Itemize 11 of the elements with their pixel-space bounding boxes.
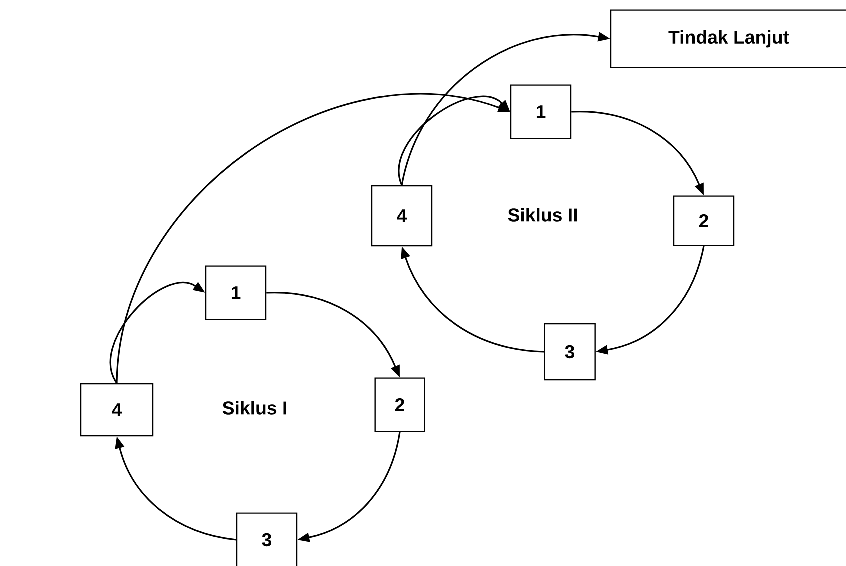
step-box: 1 (205, 266, 267, 320)
step-box: 4 (371, 185, 433, 247)
step-box: 3 (544, 323, 596, 381)
step-box: 3 (236, 512, 298, 566)
step-box: 2 (673, 196, 735, 246)
step-box: 4 (80, 383, 154, 437)
step-box: Tindak Lanjut (610, 10, 846, 68)
cycle-label: Siklus II (508, 208, 578, 222)
step-box: 1 (510, 84, 572, 140)
cycle-label: Siklus I (222, 401, 286, 415)
step-box: 2 (374, 378, 426, 432)
